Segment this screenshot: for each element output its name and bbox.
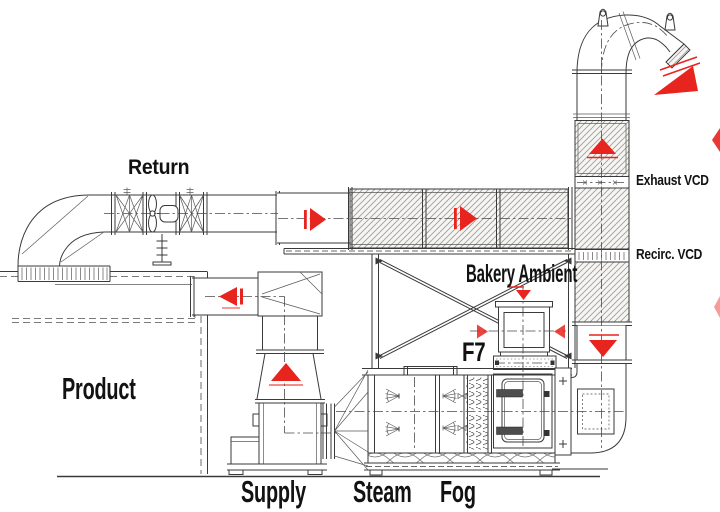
arrow-return-right: [304, 208, 326, 231]
arrow-filter-left-right: [477, 324, 488, 339]
supply-elbow: [257, 271, 323, 317]
steam-spray-nozzles: [385, 377, 415, 451]
arrow-exhaust-up: [587, 138, 618, 159]
fan-inlet-cone: [322, 369, 369, 471]
access-door: [493, 373, 553, 449]
recirc-vcd-damper: [574, 249, 630, 263]
label-product: Product: [62, 371, 136, 406]
arrow-supply-left: [219, 287, 243, 309]
label-supply: Supply: [241, 474, 306, 509]
exhaust-gooseneck: [576, 8, 691, 74]
door-hinge: [543, 391, 550, 397]
arrow-filter-top-down: [507, 286, 531, 300]
product-room-outline: [0, 271, 208, 474]
arrow-recirc-down: [589, 334, 619, 357]
label-bakery-ambient: Bakery Ambient: [466, 260, 578, 288]
label-return: Return: [128, 156, 190, 179]
arrow-exhaust-outlet: [654, 56, 701, 95]
f7-filter: [493, 301, 557, 370]
supply-fan: [227, 369, 369, 475]
label-f7-filter: F7: [462, 337, 486, 367]
label-fog: Fog: [440, 474, 476, 509]
label-exhaust-vcd: Exhaust VCD: [636, 172, 709, 189]
centerlines: [104, 20, 624, 448]
door-handle: [496, 426, 523, 435]
door-hinge: [543, 430, 550, 436]
airflow-arrows: [219, 56, 720, 386]
return-air-pickup-hood: [17, 194, 113, 282]
grille-ticks: [21, 267, 108, 280]
air-handler: [362, 366, 572, 476]
arrow-filter-right-left: [554, 324, 565, 339]
exhaust-vcd-damper: [574, 176, 630, 189]
unit-base: [364, 452, 560, 476]
arrow-insulated-right: [454, 206, 477, 231]
supply-riser: [256, 316, 324, 400]
door-handle: [496, 389, 523, 398]
arrow-edge-mid: [714, 296, 720, 318]
label-recirc-vcd: Recirc. VCD: [636, 246, 703, 263]
arrow-edge-top: [712, 128, 720, 152]
label-steam: Steam: [353, 474, 412, 509]
mist-eliminator: [466, 377, 489, 450]
exhaust-stack: [572, 69, 632, 364]
arrow-riser-up: [269, 363, 303, 386]
